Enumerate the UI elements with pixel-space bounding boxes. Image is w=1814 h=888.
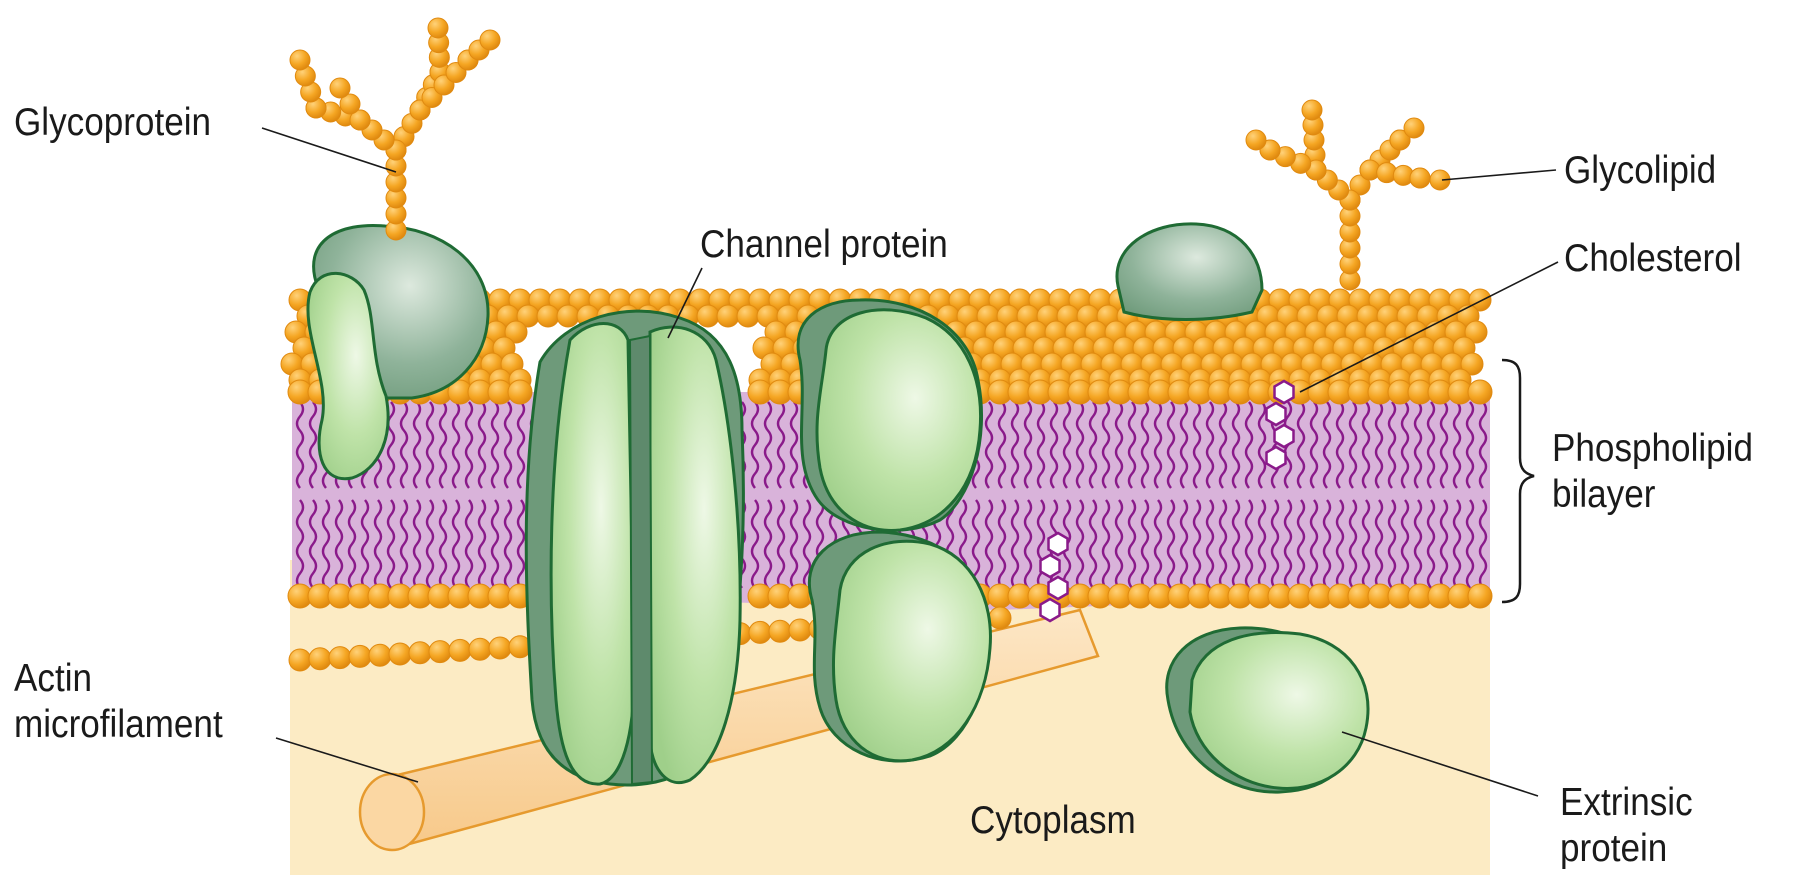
- channel-protein: [526, 311, 743, 785]
- phosphate-head: [537, 305, 559, 327]
- peripheral-protein-top: [1117, 224, 1262, 320]
- phospholipid-label: Phospholipid bilayer: [1552, 426, 1753, 518]
- phosphate-head: [489, 637, 511, 659]
- phosphate-head: [369, 644, 391, 666]
- phosphate-head: [737, 305, 759, 327]
- phosphate-head: [429, 641, 451, 663]
- phosphate-head: [289, 649, 311, 671]
- glycolipid-leader: [1442, 170, 1556, 180]
- phospholipid-label-line1: Phospholipid: [1552, 426, 1753, 472]
- sugar-bead: [290, 50, 310, 70]
- sugar-bead: [428, 18, 448, 38]
- extrinsic-label-line1: Extrinsic: [1560, 780, 1693, 826]
- phospholipid-label-line2: bilayer: [1552, 472, 1753, 518]
- phosphate-head: [789, 619, 811, 641]
- extrinsic-label-line2: protein: [1560, 826, 1693, 872]
- glycolipid-label: Glycolipid: [1564, 148, 1716, 194]
- cytoplasm-label: Cytoplasm: [970, 798, 1136, 844]
- sugar-bead: [480, 30, 500, 50]
- actin-label: Actin microfilament: [14, 656, 223, 748]
- actin-label-line1: Actin: [14, 656, 223, 702]
- sugar-bead: [1302, 100, 1322, 120]
- sugar-bead: [1410, 168, 1430, 188]
- cholesterol-ring: [1041, 555, 1060, 577]
- cholesterol-ring: [1275, 381, 1294, 403]
- integral-protein-lower: [809, 532, 990, 761]
- cholesterol-ring: [1049, 533, 1068, 555]
- integral-protein-upper: [798, 300, 981, 531]
- glycoprotein-label: Glycoprotein: [14, 100, 211, 146]
- actin-label-line2: microfilament: [14, 702, 223, 748]
- phosphate-head: [309, 648, 331, 670]
- phosphate-head: [717, 305, 739, 327]
- cholesterol-ring: [1275, 425, 1294, 447]
- phosphate-head: [749, 621, 771, 643]
- extrinsic-protein-label: Extrinsic protein: [1560, 780, 1693, 872]
- phosphate-head: [469, 638, 491, 660]
- cholesterol-ring: [1041, 599, 1060, 621]
- phosphate-head: [389, 643, 411, 665]
- phosphate-head: [557, 305, 579, 327]
- channel-protein-label: Channel protein: [700, 222, 948, 268]
- cholesterol-ring: [1267, 447, 1286, 469]
- phosphate-head: [1468, 584, 1492, 608]
- phosphate-head: [349, 645, 371, 667]
- phosphate-head: [508, 380, 532, 404]
- sugar-bead: [1404, 118, 1424, 138]
- sugar-bead: [330, 78, 350, 98]
- phosphate-head: [989, 607, 1011, 629]
- phosphate-head: [1468, 380, 1492, 404]
- cholesterol-ring: [1267, 403, 1286, 425]
- cholesterol-label: Cholesterol: [1564, 236, 1742, 282]
- phosphate-head: [449, 639, 471, 661]
- cholesterol-ring: [1049, 577, 1068, 599]
- phosphate-head: [409, 642, 431, 664]
- phosphate-head: [697, 305, 719, 327]
- phosphate-head: [329, 647, 351, 669]
- sugar-bead: [1246, 130, 1266, 150]
- phosphate-head: [769, 620, 791, 642]
- bilayer-bracket: [1502, 360, 1534, 602]
